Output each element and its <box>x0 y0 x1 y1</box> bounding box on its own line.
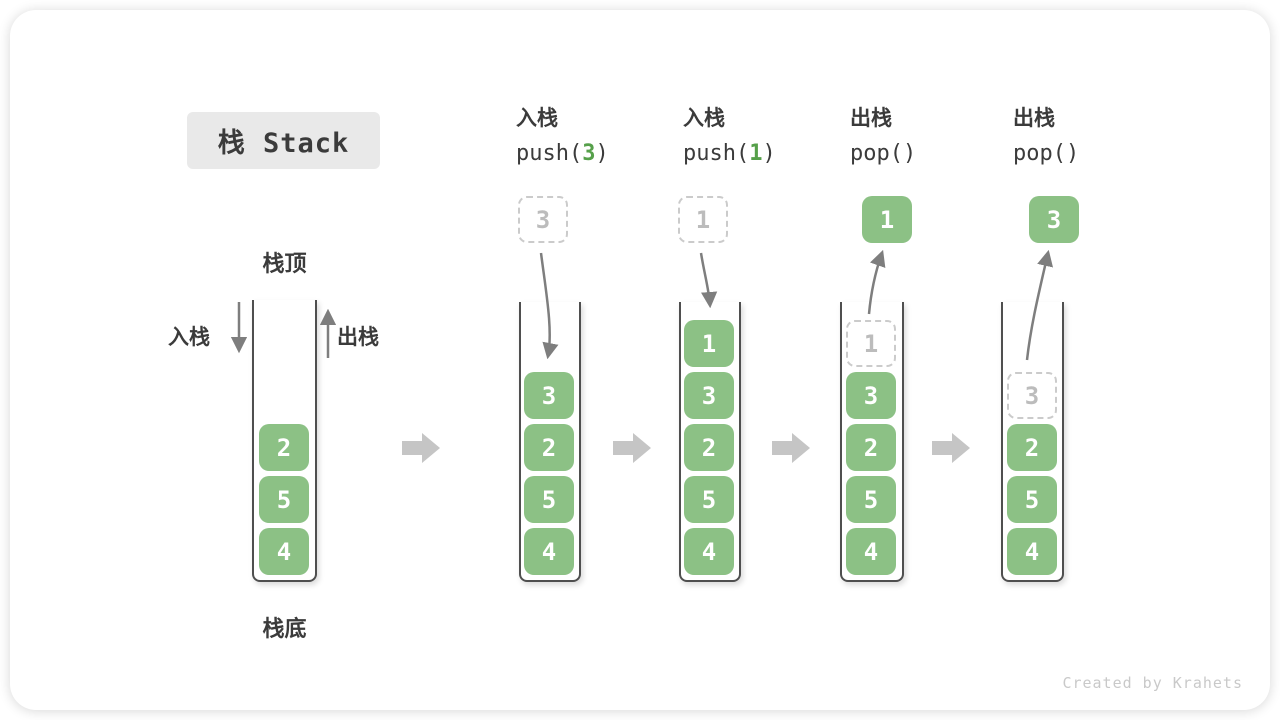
step2-code-label: push(1) <box>683 141 776 166</box>
step2-op-label: 入栈 <box>683 107 725 130</box>
title-box: 栈 Stack <box>187 112 380 169</box>
stack-item: 5 <box>524 476 574 523</box>
stack-item: 3 <box>524 372 574 419</box>
code-text: push( <box>516 141 583 166</box>
pop-side-label: 出栈 <box>337 326 379 349</box>
code-text: pop( <box>1013 141 1066 166</box>
floating-item-ghost: 1 <box>678 196 728 243</box>
step1-op-label: 入栈 <box>516 107 558 130</box>
stack-item: 2 <box>1007 424 1057 471</box>
stack-item: 4 <box>524 528 574 575</box>
stack-item: 5 <box>259 476 309 523</box>
code-arg: 1 <box>749 141 763 166</box>
code-text: ) <box>595 141 609 166</box>
stack-item: 4 <box>1007 528 1057 575</box>
code-text: pop( <box>850 141 903 166</box>
step4-op-label: 出栈 <box>1013 107 1055 130</box>
stack-item: 4 <box>259 528 309 575</box>
stack-item: 3 <box>846 372 896 419</box>
stack-item: 4 <box>846 528 896 575</box>
step4-code-label: pop() <box>1013 141 1079 166</box>
step4-header: 出栈 pop() <box>1013 107 1079 166</box>
stack-item: 2 <box>524 424 574 471</box>
step2-header: 入栈 push(1) <box>683 107 776 166</box>
stack-item: 3 <box>684 372 734 419</box>
step1-header: 入栈 push(3) <box>516 107 609 166</box>
step3-code-label: pop() <box>850 141 916 166</box>
floating-item-ghost: 3 <box>518 196 568 243</box>
stack-item: 4 <box>684 528 734 575</box>
stack-bottom-label: 栈底 <box>262 616 307 641</box>
diagram-title: 栈 Stack <box>217 128 350 159</box>
stack-item-ghost: 3 <box>1007 372 1057 419</box>
floating-item: 3 <box>1029 196 1079 243</box>
step3-header: 出栈 pop() <box>850 107 916 166</box>
stack-item: 2 <box>846 424 896 471</box>
stack-item: 5 <box>846 476 896 523</box>
code-text: push( <box>683 141 750 166</box>
step3-op-label: 出栈 <box>850 107 892 130</box>
code-text: ) <box>902 141 917 166</box>
watermark: Created by Krahets <box>1062 674 1243 692</box>
stack-item: 2 <box>684 424 734 471</box>
stack-item: 2 <box>259 424 309 471</box>
stack-item: 5 <box>1007 476 1057 523</box>
stack-item-ghost: 1 <box>846 320 896 367</box>
stack-item: 1 <box>684 320 734 367</box>
push-side-label: 入栈 <box>168 326 210 349</box>
code-text: ) <box>762 141 776 166</box>
floating-item: 1 <box>862 196 912 243</box>
step1-code-label: push(3) <box>516 141 609 166</box>
code-arg: 3 <box>582 141 596 166</box>
stack-item: 5 <box>684 476 734 523</box>
stack-top-label: 栈顶 <box>262 251 307 276</box>
code-text: ) <box>1065 141 1080 166</box>
